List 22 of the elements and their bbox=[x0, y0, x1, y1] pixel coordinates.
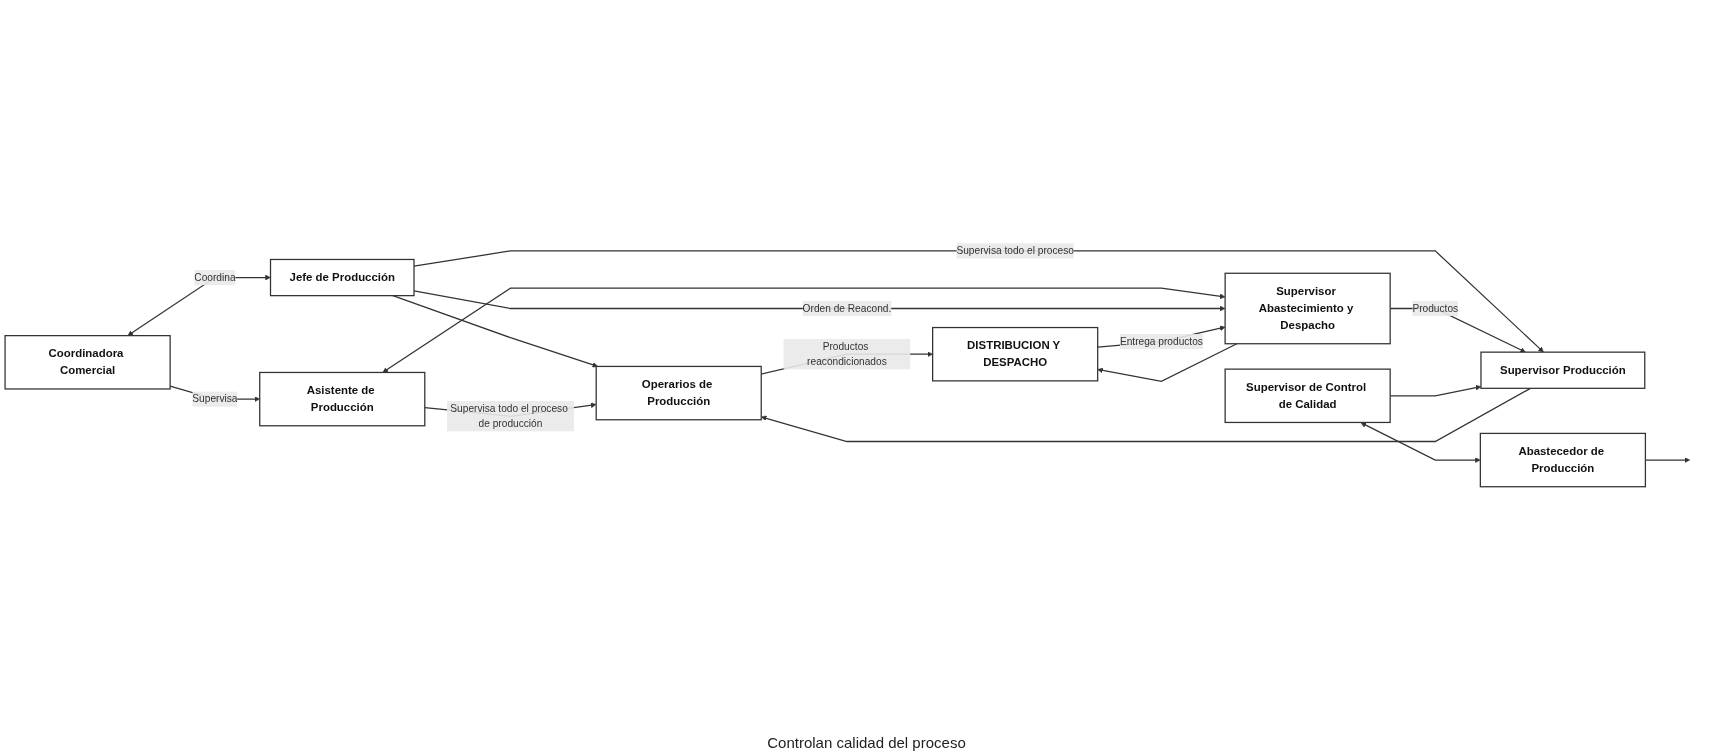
node-box: Abastecedor de Producción bbox=[1479, 432, 1647, 488]
node-box: Asistente de Producción bbox=[259, 371, 426, 427]
arrow bbox=[761, 387, 1532, 443]
edge-label: Entrega productos bbox=[1119, 335, 1203, 347]
arrow bbox=[1360, 422, 1481, 463]
edge-label: Productos bbox=[1412, 302, 1459, 314]
arrow bbox=[1097, 343, 1238, 382]
arrow bbox=[392, 295, 598, 368]
note-text: Controlan calidad del proceso bbox=[767, 734, 966, 751]
edge-label: Supervisa todo el proceso de producción bbox=[450, 402, 568, 429]
edge-label: Orden de Reacond. bbox=[802, 302, 892, 314]
node-box: Supervisor Producción bbox=[1480, 351, 1646, 389]
edge-label: Supervisa bbox=[192, 393, 238, 405]
node-box: Jefe de Producción bbox=[269, 258, 415, 297]
node-box: Supervisor Abastecimiento y Despacho bbox=[1224, 272, 1391, 345]
node-box: Operarios de Producción bbox=[595, 365, 762, 421]
node-box: Supervisor de Control de Calidad bbox=[1224, 368, 1391, 424]
edge-label: Coordina bbox=[194, 271, 236, 283]
node-box: Coordinadora Comercial bbox=[4, 335, 171, 390]
node-box: DISTRIBUCION Y DESPACHO bbox=[932, 326, 1099, 382]
edge-label: Productos reacondicionados bbox=[807, 340, 887, 367]
edge-label: Supervisa todo el proceso bbox=[956, 245, 1074, 256]
